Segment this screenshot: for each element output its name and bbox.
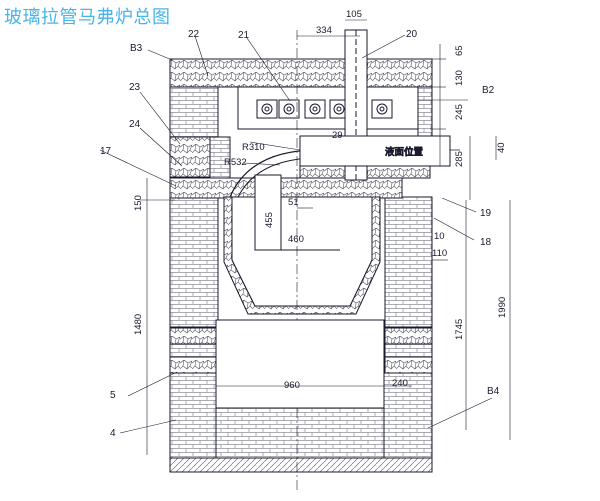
label-22: 22	[188, 29, 200, 40]
dim-110: 110	[432, 248, 447, 259]
dim-334: 334	[316, 25, 332, 36]
dim-40: 40	[496, 142, 507, 153]
drawing-title: 玻璃拉管马弗炉总图	[4, 7, 171, 28]
dim-960: 960	[284, 380, 300, 391]
dim-1990: 1990	[497, 297, 508, 318]
dimension-texts: 105 334 29 R310 R532 51 460 960 240 10 1…	[133, 9, 508, 391]
dim-455: 455	[264, 212, 275, 228]
dim-10: 10	[434, 231, 445, 242]
dim-1480: 1480	[133, 314, 144, 335]
dim-245: 245	[454, 104, 465, 120]
upper-chamber	[237, 86, 419, 130]
label-18: 18	[480, 237, 492, 248]
label-b4: B4	[487, 386, 500, 397]
dim-105: 105	[346, 9, 362, 20]
dimension-lines	[140, 19, 511, 455]
dim-240: 240	[392, 378, 408, 389]
dim-285: 285	[454, 151, 465, 167]
liquid-level-label: 液面位置	[385, 146, 423, 158]
label-b3: B3	[130, 43, 143, 54]
dim-1745: 1745	[454, 319, 465, 340]
leader-lines	[99, 34, 493, 434]
dim-130: 130	[454, 70, 465, 86]
liquid-level-platform: 液面位置	[299, 135, 451, 167]
dim-r532: R532	[224, 157, 247, 168]
lower-chamber	[215, 319, 385, 409]
dim-65: 65	[454, 45, 465, 56]
dim-29: 29	[332, 130, 343, 141]
label-24: 24	[129, 119, 141, 130]
label-4: 4	[110, 428, 116, 439]
heating-elements	[256, 99, 393, 119]
part-labels: B3 22 21 20 B2 23 24 17 19 18 B4 5 4	[100, 29, 500, 439]
label-20: 20	[406, 29, 418, 40]
dim-150: 150	[133, 195, 144, 211]
label-23: 23	[129, 82, 141, 93]
dim-r310: R310	[242, 142, 265, 153]
label-17: 17	[100, 146, 112, 157]
crucible	[223, 174, 381, 315]
label-19: 19	[480, 208, 492, 219]
label-5: 5	[110, 390, 116, 401]
dim-51: 51	[288, 197, 299, 208]
label-b2: B2	[482, 85, 495, 96]
label-21: 21	[238, 30, 250, 41]
dim-460: 460	[288, 234, 304, 245]
